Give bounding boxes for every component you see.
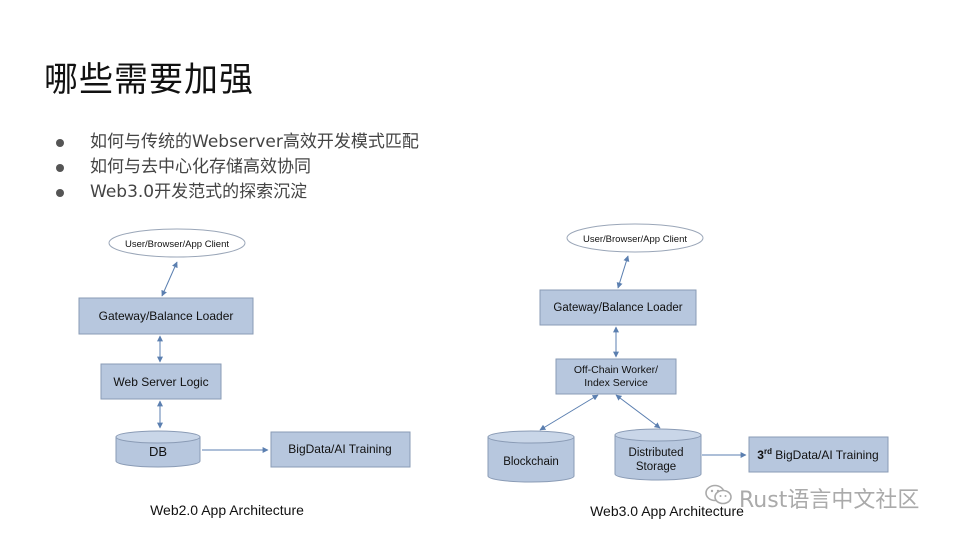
web3-worker-blockchain-arrow	[539, 394, 599, 431]
web3-gateway-label: Gateway/Balance Loader	[553, 302, 682, 314]
web3-worker-label-line1: Off-Chain Worker/	[574, 364, 658, 376]
web2-gateway-label: Gateway/Balance Loader	[99, 309, 234, 323]
watermark-text: Rust语言中文社区	[739, 488, 920, 513]
web3-blockchain-node	[487, 430, 575, 483]
web2-client-node	[108, 228, 246, 258]
web3-storage-label-line1: Distributed	[629, 447, 684, 459]
web3-worker-label-line2: Index Service	[584, 377, 648, 389]
web2-bigdata-label: BigData/AI Training	[288, 442, 391, 456]
web2-db-label: DB	[149, 444, 167, 459]
web3-worker-node	[555, 358, 677, 395]
wechat-icon	[705, 484, 733, 512]
web3-worker-storage-arrow	[615, 394, 661, 429]
web3-storage-label-line2: Storage	[636, 461, 676, 473]
web2-client-gateway-arrow	[161, 261, 178, 297]
web3-bigdata-node	[748, 436, 889, 473]
web2-caption: Web2.0 App Architecture	[150, 502, 304, 518]
web3-blockchain-label: Blockchain	[503, 456, 559, 468]
web3-bigdata-prefix: 3	[757, 448, 764, 462]
web2-logic-node	[100, 363, 222, 400]
web3-bigdata-label: 3rd BigData/AI Training	[757, 447, 878, 462]
slide-title: 哪些需要加强	[44, 60, 254, 100]
web3-bigdata-rest: BigData/AI Training	[772, 448, 879, 462]
watermark: Rust语言中文社区	[705, 482, 919, 514]
web2-diagram: User/Browser/App Client Gateway/Balance …	[78, 228, 411, 518]
web3-client-label: User/Browser/App Client	[583, 234, 687, 245]
web2-logic-label: Web Server Logic	[113, 375, 208, 389]
web3-client-gateway-arrow	[616, 255, 630, 289]
web3-bigdata-sup: rd	[764, 447, 772, 456]
web3-client-node	[566, 223, 704, 253]
web2-gateway-node	[78, 297, 254, 335]
bullet-item: Web3.0开发范式的探索沉淀	[56, 180, 419, 205]
web3-gateway-node	[539, 289, 697, 326]
web3-storage-node	[614, 428, 702, 481]
web2-client-label: User/Browser/App Client	[125, 239, 229, 250]
bullet-list: 如何与传统的Webserver高效开发模式匹配 如何与去中心化存储高效协同 We…	[56, 130, 419, 205]
web2-bigdata-node	[270, 431, 411, 468]
bullet-item: 如何与传统的Webserver高效开发模式匹配	[56, 130, 419, 155]
web2-db-node	[115, 430, 201, 468]
bullet-item: 如何与去中心化存储高效协同	[56, 155, 419, 180]
web3-diagram: User/Browser/App Client Gateway/Balance …	[487, 223, 889, 519]
